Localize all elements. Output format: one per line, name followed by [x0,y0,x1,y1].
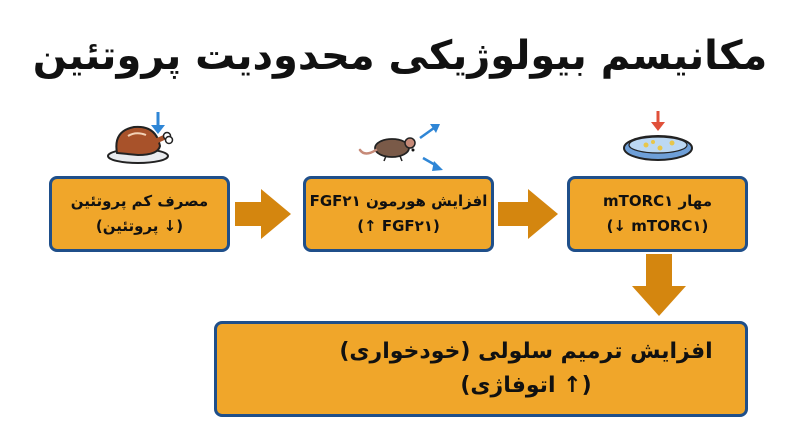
mouse-icon [358,137,416,162]
node-autophagy-subtitle: (↑ اتوفاژی) [460,373,592,398]
node-fgf21-subtitle: (↑ FGF۲۱) [357,217,440,235]
node-low-protein-subtitle: (↓ پروتئین) [95,217,184,235]
node-low-protein-title: مصرف کم پروتئین [70,191,209,210]
roast-chicken-icon [107,125,174,164]
node-autophagy-title: افزایش ترمیم سلولی (خودخواری) [339,338,713,364]
node-mtorc1-title: مهار mTORC۱ [602,191,712,210]
flow-arrow-2 [498,189,558,239]
flow-arrow-1 [235,189,291,239]
flow-arrow-down [632,254,686,316]
node-fgf21-title: افزایش هورمون FGF۲۱ [309,191,488,210]
node-fgf21: افزایش هورمون FGF۲۱ (↑ FGF۲۱) [303,176,494,252]
node-low-protein: مصرف کم پروتئین (↓ پروتئین) [49,176,230,252]
node-autophagy: افزایش ترمیم سلولی (خودخواری) (↑ اتوفاژی… [214,321,748,417]
node-mtorc1-subtitle: (↓ mTORC۱) [606,217,709,235]
down-arrow-icon [151,112,165,134]
red-down-arrow-icon [651,111,665,131]
cell-dish-icon [623,135,693,161]
node-mtorc1: مهار mTORC۱ (↓ mTORC۱) [567,176,748,252]
diagram-title: مکانیسم بیولوژیکی محدودیت پروتئین [32,33,768,79]
up-arrows-icon [419,124,443,171]
